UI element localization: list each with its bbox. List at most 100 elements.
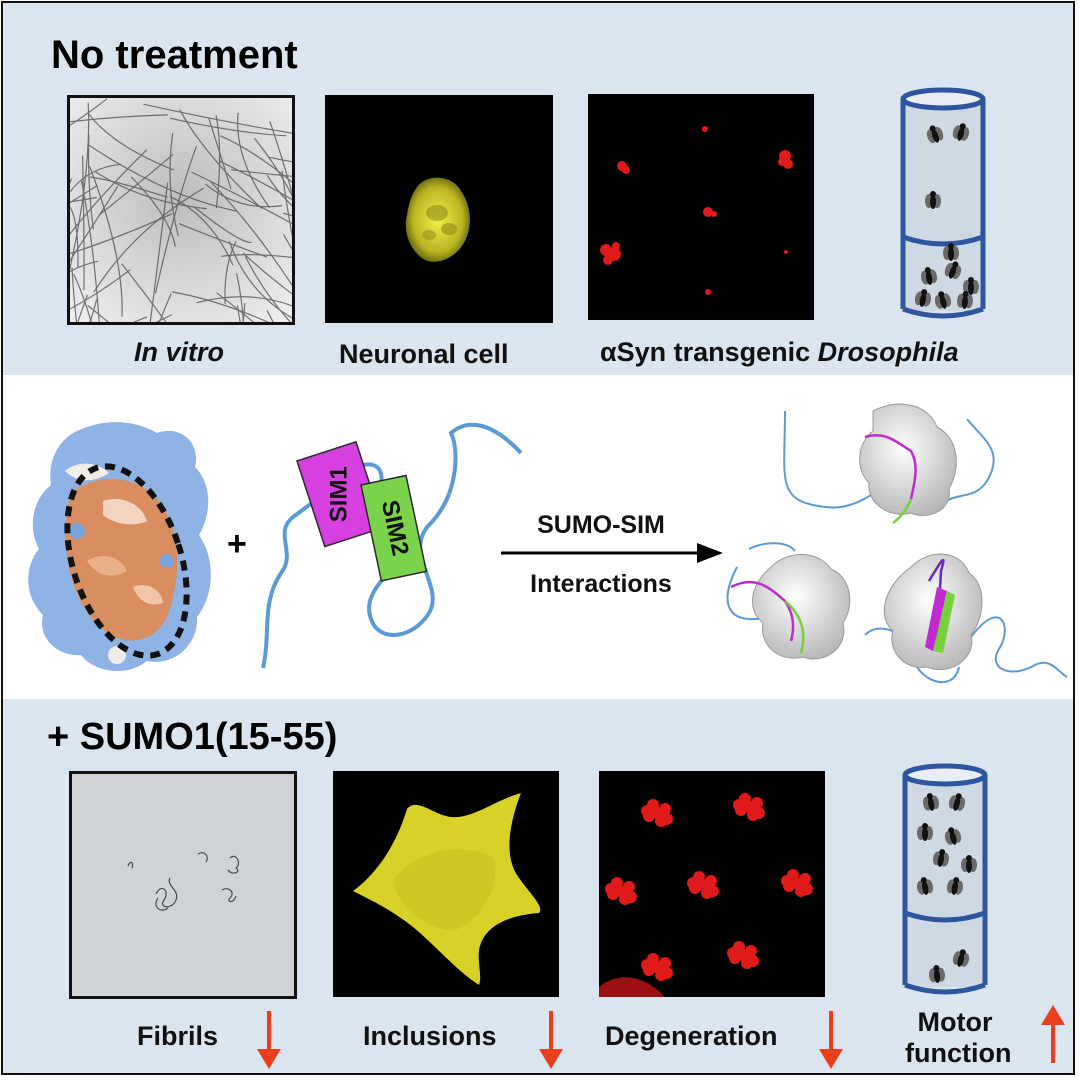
fibril-strand	[89, 299, 98, 322]
fibril-strand	[70, 196, 97, 203]
arrow-label-interactions: Interactions	[530, 570, 672, 598]
inclusion-dot	[707, 885, 719, 897]
fibril-strand	[269, 121, 292, 195]
treated-fibril-image	[69, 771, 297, 999]
inclusion-dot	[727, 947, 739, 959]
fibril-strand	[215, 115, 221, 209]
arrow-up-motor-function-icon	[1041, 1005, 1065, 1063]
fibril-strand	[191, 171, 292, 225]
fly-icon	[926, 125, 944, 144]
fibril-strand	[230, 169, 292, 177]
inclusion-dot	[751, 797, 763, 809]
fibril-strand	[194, 206, 252, 244]
fibril-strand	[282, 234, 292, 251]
outcome-fibrils: Fibrils	[137, 1021, 219, 1051]
fly-icon	[952, 949, 970, 967]
treated-neuronal-cell-image	[333, 771, 559, 997]
inclusion-dot	[661, 813, 673, 825]
in-vitro-fibril-image	[67, 95, 295, 325]
outcome-inclusions: Inclusions	[363, 1021, 497, 1051]
fibril-strand	[73, 273, 92, 322]
outcome-degeneration: Degeneration	[605, 1021, 778, 1051]
fly-icon	[944, 261, 962, 280]
fly-icon	[922, 793, 940, 811]
fibril-strand	[71, 267, 78, 322]
fly-icon	[917, 823, 933, 841]
fibril-strand	[281, 170, 292, 238]
inclusion-dot	[781, 875, 793, 887]
arrow-down-inclusions-icon	[539, 1011, 563, 1069]
fibril-strand	[98, 153, 174, 216]
fibril-strand	[169, 133, 179, 237]
fibril-strand	[121, 263, 167, 322]
fibril-strand	[77, 294, 88, 322]
arrow-down-fibrils-icon	[257, 1011, 281, 1069]
inclusion-dot	[799, 873, 811, 885]
fibril-strand	[220, 135, 292, 183]
sim1-label: SIM1	[326, 466, 353, 522]
fibril-strand	[266, 174, 292, 207]
fibril-strand	[149, 182, 169, 322]
caption-in-vitro: In vitro	[134, 337, 225, 367]
fly-vial-untreated	[893, 87, 993, 319]
sumo1-treatment-title: + SUMO1(15-55)	[47, 716, 338, 758]
sumo-sim-complexes	[715, 391, 1069, 695]
fibril-strand	[94, 170, 207, 210]
fibril-strand	[205, 183, 283, 208]
inclusion-dot	[705, 875, 717, 887]
fly-icon	[914, 289, 932, 307]
inclusion-dot	[625, 891, 637, 903]
inclusion-dot	[659, 803, 671, 815]
inclusion-dot	[623, 881, 635, 893]
inclusion-dot	[605, 883, 617, 895]
transgenic-inclusions-image	[588, 94, 814, 320]
fibril-strand	[82, 155, 85, 291]
fibril-strand	[130, 176, 176, 247]
fibril-strand	[155, 314, 173, 322]
fly-icon	[952, 123, 970, 141]
fibril-strand	[237, 112, 271, 208]
fibril-strand	[70, 185, 119, 262]
inclusion-dot	[687, 877, 699, 889]
fibril-strand	[236, 273, 244, 322]
fibril-strand	[244, 256, 292, 322]
sumo1-surface-structure	[17, 411, 225, 681]
fibril-strand	[242, 252, 292, 295]
inclusion-dot	[801, 883, 813, 895]
fly-vial-treated	[895, 763, 995, 999]
inclusion-dot	[661, 967, 673, 979]
fibril-strand	[70, 213, 173, 255]
fibril-strand	[70, 149, 148, 235]
fibril-strand	[143, 103, 292, 134]
fibril-strand	[70, 114, 168, 123]
fibril-strand	[154, 145, 197, 294]
fibril-strand	[70, 206, 79, 268]
fibril-strand	[253, 137, 292, 197]
fly-icon	[925, 191, 941, 209]
inclusion-dot	[747, 955, 759, 967]
no-treatment-title: No treatment	[51, 33, 298, 77]
fibril-strand	[178, 223, 268, 258]
fly-icon	[963, 277, 979, 295]
sim-peptide-chain: SIM1 SIM2	[253, 413, 533, 675]
fibril-strand	[70, 184, 98, 204]
fly-icon	[948, 793, 966, 811]
fibril-strand	[207, 117, 232, 190]
inclusion-dot	[641, 959, 653, 971]
fibril-strand	[87, 305, 110, 322]
fibril-strand	[80, 180, 100, 322]
fly-icon	[956, 291, 974, 309]
fibril-strand	[158, 293, 172, 322]
fly-icon	[916, 877, 934, 895]
fly-icon	[961, 855, 977, 873]
fly-icon	[932, 849, 950, 867]
fly-icon	[934, 291, 952, 309]
plus-sign: +	[227, 525, 247, 563]
fly-icon	[946, 877, 964, 895]
fibril-strand	[216, 292, 255, 322]
fibril-strand	[70, 102, 90, 271]
fibril-strand	[70, 98, 108, 126]
fly-icon	[944, 827, 962, 845]
fibril-strand	[209, 180, 292, 286]
